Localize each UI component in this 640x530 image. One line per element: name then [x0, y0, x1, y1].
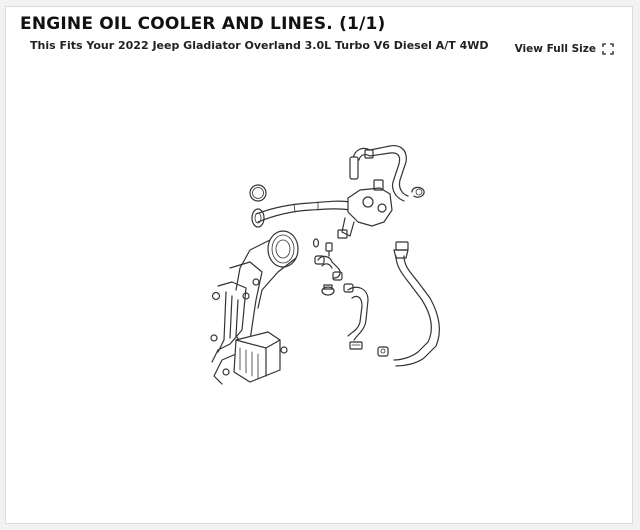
clip-lower-right[interactable]	[377, 346, 389, 357]
vehicle-fitment-text: This Fits Your 2022 Jeep Gladiator Overl…	[30, 39, 489, 52]
o-ring-seal[interactable]	[249, 184, 267, 202]
hose-clamp[interactable]	[411, 186, 425, 198]
view-full-size-button[interactable]: View Full Size	[515, 43, 614, 55]
fitting-bolt[interactable]	[325, 242, 333, 257]
coolant-hose-elbow[interactable]	[314, 255, 343, 281]
o-ring-small[interactable]	[312, 238, 320, 248]
oil-filter-adapter-block[interactable]	[337, 179, 393, 239]
oil-cooler-tube-upper[interactable]	[251, 200, 351, 228]
coolant-hose-lower[interactable]	[343, 283, 369, 341]
expand-icon	[602, 43, 614, 55]
hose-clamp-middle[interactable]	[321, 284, 335, 296]
engine-oil-cooler[interactable]	[210, 230, 299, 385]
coolant-hose-upper[interactable]	[349, 145, 409, 202]
view-full-size-label: View Full Size	[514, 43, 596, 55]
page-title: ENGINE OIL COOLER AND LINES. (1/1)	[20, 14, 386, 34]
diagram-panel	[5, 6, 633, 524]
coolant-hose-long[interactable]	[393, 241, 440, 367]
clip-lower-left[interactable]	[349, 341, 363, 350]
